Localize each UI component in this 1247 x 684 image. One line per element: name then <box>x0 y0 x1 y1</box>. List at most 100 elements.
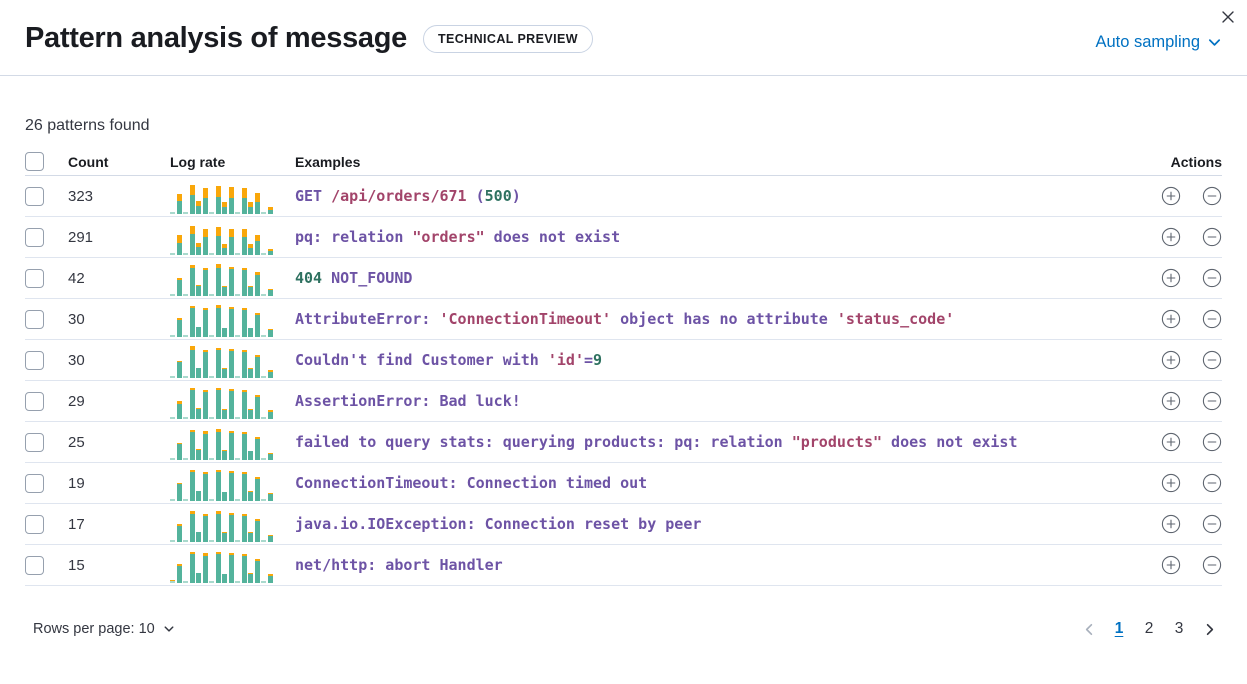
count-value: 19 <box>68 474 85 492</box>
filter-out-button[interactable] <box>1202 227 1222 247</box>
log-rate-chart <box>170 183 273 216</box>
minus-circle-icon <box>1202 309 1222 329</box>
rows-per-page-selector[interactable]: Rows per page: 10 <box>33 621 175 637</box>
chevron-right-icon <box>1202 622 1217 637</box>
log-rate-chart <box>170 264 273 298</box>
row-checkbox[interactable] <box>25 473 44 493</box>
example-message: java.io.IOException: Connection reset by… <box>295 515 702 533</box>
count-value: 323 <box>68 187 94 205</box>
row-checkbox[interactable] <box>25 227 44 247</box>
table-row: 15 net/http: abort Handler <box>25 545 1222 586</box>
plus-circle-icon <box>1161 227 1181 247</box>
count-value: 30 <box>68 351 85 369</box>
filter-out-button[interactable] <box>1202 473 1222 493</box>
row-checkbox[interactable] <box>25 555 44 575</box>
table-rows: 323 GET /api/orders/671 (500) 291 <box>25 176 1222 586</box>
chevron-left-icon <box>1082 622 1097 637</box>
row-checkbox[interactable] <box>25 186 44 206</box>
table-row: 291 pq: relation "orders" does not exist <box>25 217 1222 258</box>
column-header-count: Count <box>68 153 109 170</box>
filter-in-button[interactable] <box>1161 432 1181 452</box>
row-checkbox[interactable] <box>25 391 44 411</box>
minus-circle-icon <box>1202 227 1222 247</box>
filter-in-button[interactable] <box>1161 309 1181 329</box>
example-message: GET /api/orders/671 (500) <box>295 187 521 205</box>
table-row: 19 ConnectionTimeout: Connection timed o… <box>25 463 1222 504</box>
log-rate-chart <box>170 305 273 339</box>
filter-in-button[interactable] <box>1161 350 1181 370</box>
filter-in-button[interactable] <box>1161 186 1181 206</box>
filter-in-button[interactable] <box>1161 391 1181 411</box>
plus-circle-icon <box>1161 473 1181 493</box>
log-rate-chart <box>170 511 273 544</box>
next-page-button[interactable] <box>1196 616 1222 642</box>
filter-out-button[interactable] <box>1202 555 1222 575</box>
page-button-2[interactable]: 2 <box>1136 616 1162 642</box>
plus-circle-icon <box>1161 268 1181 288</box>
close-button[interactable] <box>1215 4 1241 30</box>
technical-preview-badge: TECHNICAL PREVIEW <box>422 24 593 53</box>
close-icon <box>1220 9 1236 25</box>
sampling-label: Auto sampling <box>1095 33 1200 51</box>
count-value: 25 <box>68 433 85 451</box>
minus-circle-icon <box>1202 555 1222 575</box>
example-message: pq: relation "orders" does not exist <box>295 228 621 246</box>
table-row: 30 Couldn't find Customer with 'id'=9 <box>25 340 1222 381</box>
filter-in-button[interactable] <box>1161 473 1181 493</box>
log-rate-chart <box>170 388 273 421</box>
log-rate-chart <box>170 429 273 462</box>
example-message: 404 NOT_FOUND <box>295 269 413 287</box>
pattern-analysis-flyout: Pattern analysis of message TECHNICAL PR… <box>0 4 1247 642</box>
filter-out-button[interactable] <box>1202 350 1222 370</box>
page-button-1[interactable]: 1 <box>1106 616 1132 642</box>
filter-in-button[interactable] <box>1161 514 1181 534</box>
rows-per-page-label: Rows per page: 10 <box>33 621 155 637</box>
example-message: AttributeError: 'ConnectionTimeout' obje… <box>295 310 955 328</box>
plus-circle-icon <box>1161 514 1181 534</box>
row-checkbox[interactable] <box>25 514 44 534</box>
count-value: 42 <box>68 269 85 287</box>
log-rate-chart <box>170 224 273 257</box>
minus-circle-icon <box>1202 350 1222 370</box>
minus-circle-icon <box>1202 432 1222 452</box>
plus-circle-icon <box>1161 186 1181 206</box>
table-row: 42 404 NOT_FOUND <box>25 258 1222 299</box>
example-message: net/http: abort Handler <box>295 556 503 574</box>
filter-in-button[interactable] <box>1161 555 1181 575</box>
table-row: 30 AttributeError: 'ConnectionTimeout' o… <box>25 299 1222 340</box>
table-row: 29 AssertionError: Bad luck! <box>25 381 1222 422</box>
filter-out-button[interactable] <box>1202 432 1222 452</box>
minus-circle-icon <box>1202 391 1222 411</box>
patterns-table: Count Log rate Examples Actions 323 GET … <box>25 148 1222 586</box>
row-checkbox[interactable] <box>25 309 44 329</box>
row-checkbox[interactable] <box>25 268 44 288</box>
count-value: 291 <box>68 228 94 246</box>
table-header-row: Count Log rate Examples Actions <box>25 148 1222 176</box>
filter-in-button[interactable] <box>1161 268 1181 288</box>
sampling-dropdown[interactable]: Auto sampling <box>1095 33 1222 52</box>
filter-out-button[interactable] <box>1202 391 1222 411</box>
plus-circle-icon <box>1161 432 1181 452</box>
plus-circle-icon <box>1161 309 1181 329</box>
log-rate-chart <box>170 470 273 503</box>
log-rate-chart <box>170 346 273 380</box>
table-row: 323 GET /api/orders/671 (500) <box>25 176 1222 217</box>
filter-out-button[interactable] <box>1202 309 1222 329</box>
filter-out-button[interactable] <box>1202 186 1222 206</box>
row-checkbox[interactable] <box>25 350 44 370</box>
count-value: 15 <box>68 556 85 574</box>
filter-out-button[interactable] <box>1202 514 1222 534</box>
log-rate-chart <box>170 552 273 585</box>
filter-out-button[interactable] <box>1202 268 1222 288</box>
page-button-3[interactable]: 3 <box>1166 616 1192 642</box>
count-value: 17 <box>68 515 85 533</box>
flyout-body: 26 patterns found Count Log rate Example… <box>0 117 1247 642</box>
example-message: Couldn't find Customer with 'id'=9 <box>295 351 603 369</box>
filter-in-button[interactable] <box>1161 227 1181 247</box>
example-message: failed to query stats: querying products… <box>295 433 1018 451</box>
select-all-checkbox[interactable] <box>25 152 44 171</box>
previous-page-button[interactable] <box>1076 616 1102 642</box>
row-checkbox[interactable] <box>25 432 44 452</box>
count-value: 29 <box>68 392 85 410</box>
minus-circle-icon <box>1202 186 1222 206</box>
